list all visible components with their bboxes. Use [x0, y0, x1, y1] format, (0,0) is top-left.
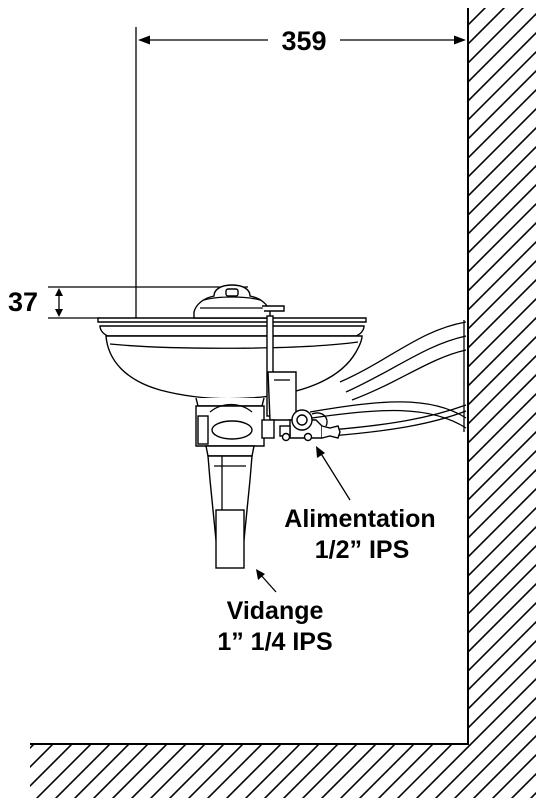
- hatch-line: [71, 8, 536, 798]
- wall-bracket: [309, 320, 467, 432]
- hatch-line: [30, 8, 95, 798]
- valve-handle: [311, 412, 328, 427]
- bowl-contour: [109, 341, 359, 349]
- hatch-line: [30, 8, 152, 798]
- bowl-rim: [97, 317, 367, 323]
- bracket-upper-inner-2: [351, 349, 467, 401]
- eyewash-bowl: [97, 317, 367, 407]
- supply-pipe: [329, 404, 467, 437]
- bracket-upper-edge: [339, 321, 467, 383]
- valve-fitting-bolt: [281, 432, 291, 442]
- height-dimension: 37: [8, 286, 248, 319]
- hatch-line: [30, 8, 114, 798]
- drain-side-fitting: [261, 419, 275, 439]
- hatch-line: [0, 0, 18, 798]
- height-arrowhead-top: [55, 288, 63, 296]
- hatch-line: [30, 8, 171, 798]
- spray-head-ridge: [203, 296, 261, 301]
- hatch-line: [432, 8, 536, 798]
- width-arrowhead-left: [138, 35, 150, 45]
- callout-arrows: [256, 446, 351, 593]
- supply-callout-line2: 1/2” IPS: [315, 536, 410, 564]
- drain-plug: [211, 420, 253, 440]
- hatch-line: [30, 8, 228, 798]
- supply-pipe-top: [329, 404, 467, 431]
- drain-collar: [205, 445, 255, 457]
- drain-side-flange: [197, 415, 209, 445]
- height-dimension-label: 37: [8, 287, 38, 317]
- hatch-line: [30, 8, 209, 798]
- hatch-line: [261, 8, 536, 798]
- valve-fitting-bolt-2: [303, 432, 313, 442]
- drain-tailpiece: [215, 509, 245, 569]
- width-dimension-label: 359: [281, 26, 326, 56]
- hatch-line: [109, 8, 536, 798]
- hatch-line: [337, 8, 536, 798]
- valve-outlet-coupling: [321, 425, 341, 439]
- spray-head-hinge: [262, 305, 285, 312]
- spray-head-assembly: [193, 284, 285, 319]
- hatch-line: [30, 8, 76, 798]
- bowl-body: [105, 335, 363, 400]
- bowl-lip: [99, 325, 365, 337]
- control-valve: [279, 409, 341, 442]
- valve-wheel-hub: [296, 414, 308, 426]
- supply-leader-line: [319, 451, 351, 501]
- bracket-upper-inner: [345, 335, 467, 393]
- drain-callout-line1: Vidange: [227, 597, 324, 625]
- bracket-lower-inner: [311, 409, 467, 429]
- hatch-line: [375, 8, 536, 798]
- drain-leader-line: [259, 573, 277, 593]
- supply-leader-arrowhead: [316, 446, 325, 458]
- hatch-line: [30, 8, 361, 798]
- activation-arm: [266, 315, 297, 421]
- hatch-line: [394, 8, 536, 798]
- width-dimension: 359: [135, 26, 466, 318]
- drain-leader-arrowhead: [256, 569, 265, 580]
- hatch-line: [30, 8, 380, 798]
- wall-floor-edge: [30, 8, 469, 745]
- arm-bracket: [267, 371, 297, 421]
- hatch-line: [299, 8, 536, 798]
- width-arrowhead-right: [454, 35, 466, 45]
- hatch-line: [356, 8, 536, 798]
- height-arrowhead-bottom: [55, 309, 63, 317]
- hatch-line: [30, 8, 38, 798]
- supply-pipe-bottom: [329, 410, 467, 437]
- drain-assembly: [195, 403, 275, 569]
- spray-head-nozzle: [225, 288, 239, 297]
- drain-housing-curve: [209, 403, 253, 413]
- hatch-line: [30, 8, 190, 798]
- hatch-line: [30, 8, 57, 798]
- supply-callout-line1: Alimentation: [284, 505, 435, 533]
- drain-callout-line2: 1” 1/4 IPS: [217, 628, 332, 656]
- hatch-line: [318, 8, 536, 798]
- bracket-lower-edge: [309, 401, 467, 419]
- hatch-line: [30, 8, 133, 798]
